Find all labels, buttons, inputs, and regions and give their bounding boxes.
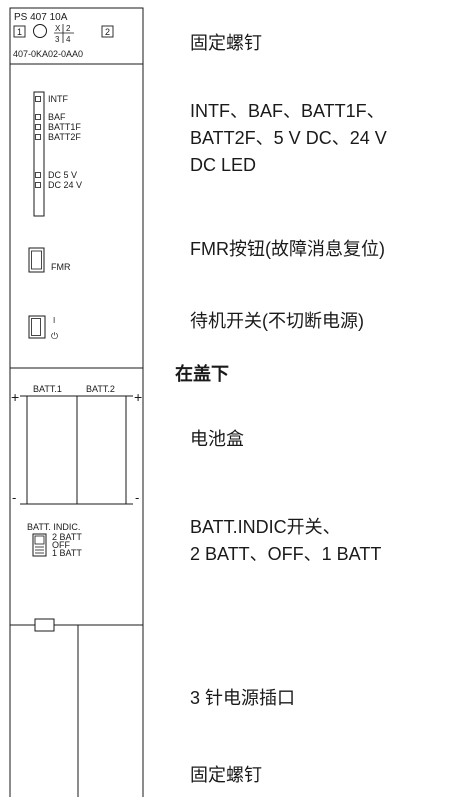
socket-latch: [34, 618, 55, 632]
led-label-dc24v: DC 24 V: [48, 180, 82, 190]
box-1: [13, 25, 26, 38]
order-number: 407-0KA02-0AA0: [13, 49, 83, 59]
box-1-label: 1: [17, 27, 22, 37]
annotation-bottom-screw: 固定螺钉: [190, 765, 262, 785]
minus-right: -: [135, 490, 139, 505]
annotation-under-cover: 在盖下: [175, 363, 229, 384]
led-batt1f: [35, 124, 41, 130]
led-dc5v: [35, 172, 41, 178]
fmr-label: FMR: [51, 262, 71, 272]
batt-indic-label: BATT. INDIC.: [27, 522, 80, 532]
switch-pos-1batt: 1 BATT: [52, 548, 82, 558]
annotation-batt-indic-line1: BATT.INDIC开关、: [190, 517, 341, 537]
fmr-button[interactable]: [28, 247, 45, 273]
standby-on-label: I: [53, 316, 55, 325]
led-baf: [35, 114, 41, 120]
led-label-batt1f: BATT1F: [48, 122, 81, 132]
batt2-label: BATT.2: [86, 384, 115, 394]
annotation-leds-line1: INTF、BAF、BATT1F、: [190, 101, 385, 121]
minus-left: -: [12, 490, 16, 505]
annotation-top-screw: 固定螺钉: [190, 33, 262, 53]
led-label-intf: INTF: [48, 94, 68, 104]
standby-switch[interactable]: [28, 315, 46, 339]
led-intf: [35, 96, 41, 102]
annotation-standby-switch: 待机开关(不切断电源): [190, 311, 364, 331]
mode-selector-icon: [33, 24, 47, 38]
switch-pos-2batt: 2 BATT: [52, 532, 82, 542]
module-model: PS 407 10A: [14, 12, 68, 23]
plus-right: +: [134, 389, 142, 405]
battery-2-slot: [76, 395, 127, 505]
fraction-top-right: 2: [66, 24, 71, 33]
annotation-power-socket: 3 针电源插口: [190, 688, 295, 708]
batt-indic-switch[interactable]: [32, 533, 47, 557]
fraction-bottom-left: 3: [55, 35, 60, 44]
fraction-bottom-right: 4: [66, 35, 71, 44]
annotation-batt-indic-line2: 2 BATT、OFF、1 BATT: [190, 544, 381, 564]
battery-1-slot: [26, 395, 78, 505]
annotation-leds-line3: DC LED: [190, 155, 256, 175]
led-batt2f: [35, 134, 41, 140]
box-2: [101, 25, 114, 38]
led-strip: [33, 91, 45, 217]
led-label-dc5v: DC 5 V: [48, 170, 77, 180]
switch-pos-off: OFF: [52, 540, 70, 550]
standby-off-icon: ⏻: [51, 331, 58, 341]
box-2-label: 2: [105, 27, 110, 37]
led-dc24v: [35, 182, 41, 188]
plus-left: +: [11, 389, 19, 405]
batt1-label: BATT.1: [33, 384, 62, 394]
fraction-top-left: X: [55, 24, 61, 33]
power-socket: [10, 618, 79, 797]
led-label-baf: BAF: [48, 112, 66, 122]
led-indicators: [35, 96, 41, 188]
annotation-leds-line2: BATT2F、5 V DC、24 V: [190, 128, 387, 148]
annotation-battery-box: 电池盒: [190, 429, 244, 449]
annotation-fmr-button: FMR按钮(故障消息复位): [190, 239, 385, 259]
led-label-batt2f: BATT2F: [48, 132, 81, 142]
